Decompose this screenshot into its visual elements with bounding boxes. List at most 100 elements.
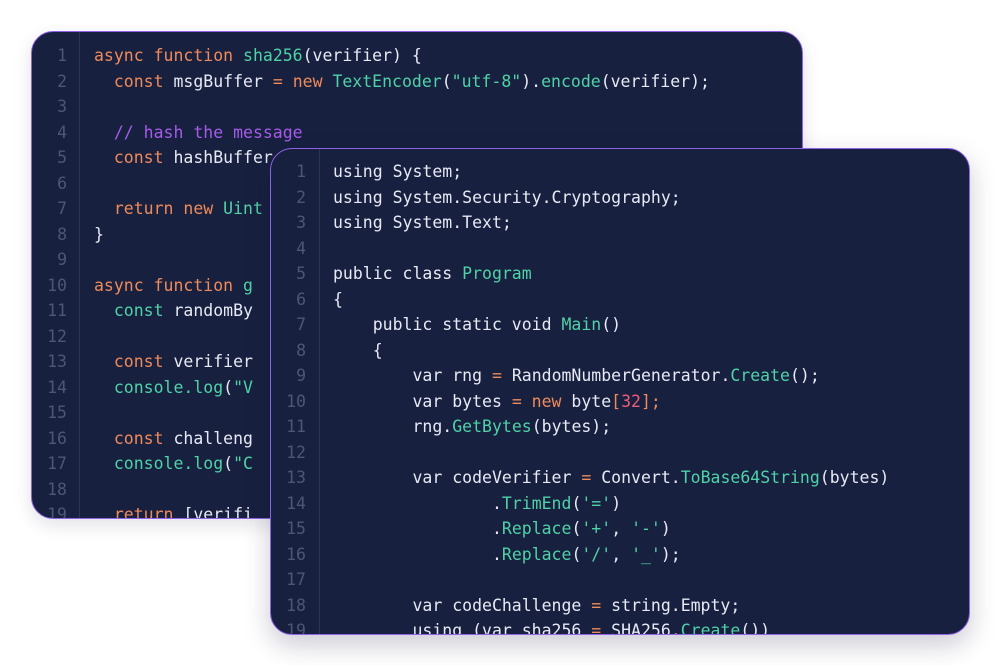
- line-number: 8: [296, 340, 306, 360]
- code-token: log: [193, 377, 224, 397]
- code-line: using System.Text;: [333, 210, 889, 236]
- code-line: const verifier: [94, 349, 710, 375]
- code-lines: async function sha256(verifier) { const …: [94, 43, 710, 519]
- code-token: ): [660, 519, 671, 538]
- code-line: return new Uint: [94, 196, 710, 222]
- line-number: 8: [57, 224, 67, 244]
- code-line: return [verifi: [94, 502, 710, 519]
- code-token: SHA256.: [611, 621, 681, 635]
- code-token: ToBase64String: [680, 468, 820, 487]
- code-token: Program: [462, 264, 532, 283]
- code-line: const hashBuffer: [94, 145, 710, 171]
- line-number: 10: [47, 275, 67, 295]
- code-line: const msgBuffer = new TextEncoder("utf-8…: [94, 69, 710, 95]
- code-line: }: [94, 222, 710, 248]
- line-number: 16: [47, 428, 67, 448]
- code-line: const challeng: [94, 426, 710, 452]
- code-token: GetBytes: [452, 417, 532, 436]
- line-number-gutter: [32, 32, 80, 518]
- code-token: (bytes): [819, 468, 890, 487]
- code-token: hashBuffer: [173, 148, 273, 167]
- line-number: 9: [296, 366, 306, 385]
- line-number: 4: [296, 238, 306, 258]
- code-token: verifier: [173, 352, 253, 371]
- code-line: using System;: [333, 159, 889, 185]
- code-token: const: [94, 301, 174, 320]
- line-number: 4: [57, 122, 67, 142]
- code-token: byte: [571, 391, 612, 411]
- code-lines: using System;using System.Security.Crypt…: [333, 159, 889, 635]
- line-number: 13: [286, 468, 306, 487]
- line-number: 6: [57, 173, 67, 193]
- code-token: [verifi: [183, 505, 253, 519]
- code-token: ).: [521, 71, 542, 91]
- code-token: ,: [611, 519, 632, 538]
- line-number: 10: [286, 391, 306, 411]
- code-token: Convert.: [601, 468, 681, 487]
- code-token: (: [441, 71, 452, 91]
- code-token: (verifier) {: [302, 46, 422, 65]
- code-token: );: [660, 544, 681, 564]
- code-token: '/': [581, 544, 612, 564]
- code-line: [333, 567, 889, 593]
- code-token: 32: [621, 391, 641, 411]
- line-number: 18: [47, 479, 67, 499]
- code-line: using (var sha256 = SHA256.Create()): [333, 618, 889, 635]
- code-token: ,: [611, 544, 632, 564]
- code-token: var codeChallenge: [333, 595, 592, 615]
- code-token: (: [571, 519, 582, 538]
- line-number: 19: [47, 505, 67, 519]
- code-token: using System.Text;: [333, 213, 512, 232]
- code-token: }: [94, 224, 104, 244]
- code-line: var codeVerifier = Convert.ToBase64Strin…: [333, 465, 889, 491]
- code-token: '=': [581, 493, 612, 513]
- line-number: 7: [296, 315, 306, 334]
- code-token: '-': [631, 519, 661, 538]
- code-line: var rng = RandomNumberGenerator.Create()…: [333, 363, 889, 389]
- code-token: =: [581, 468, 602, 487]
- code-token: "C: [233, 454, 253, 473]
- line-number: 11: [47, 301, 67, 320]
- code-token: '+': [581, 519, 612, 538]
- code-token: .: [333, 544, 502, 564]
- line-number: 11: [286, 417, 306, 436]
- code-token: {: [333, 289, 343, 309]
- line-number: 17: [47, 454, 67, 473]
- code-token: g: [243, 275, 253, 295]
- code-token: ];: [640, 391, 661, 411]
- code-line: [333, 236, 889, 262]
- line-number: 5: [296, 264, 306, 283]
- code-token: return new: [94, 199, 224, 218]
- code-token: using (var sha256: [333, 621, 592, 635]
- line-number: 3: [57, 97, 67, 116]
- code-line: var codeChallenge = string.Empty;: [333, 593, 889, 619]
- code-line: public static void Main(): [333, 312, 889, 338]
- code-token: Create: [730, 366, 790, 385]
- code-token: challeng: [173, 428, 253, 448]
- code-line: public class Program: [333, 261, 889, 287]
- line-number: 14: [47, 377, 67, 397]
- code-token: public static void: [333, 315, 562, 334]
- code-token: var rng: [333, 366, 492, 385]
- code-token: RandomNumberGenerator.: [511, 366, 731, 385]
- code-line: {: [333, 287, 889, 313]
- code-line: var bytes = new byte[32];: [333, 389, 889, 415]
- line-number: 12: [47, 326, 67, 346]
- line-number: 1: [296, 162, 306, 181]
- code-token: =: [591, 595, 612, 615]
- code-token: rng.: [333, 417, 453, 436]
- code-token: public class: [333, 264, 463, 283]
- code-token: Replace: [501, 544, 572, 564]
- code-token: msgBuffer: [173, 71, 273, 91]
- code-token: sha256: [243, 46, 303, 65]
- line-number: 19: [286, 621, 306, 635]
- code-line: async function g: [94, 273, 710, 299]
- code-token: randomBy: [173, 301, 253, 320]
- code-token: (: [223, 377, 234, 397]
- code-token: // hash the message: [94, 122, 303, 142]
- code-line: console.log("C: [94, 451, 710, 477]
- line-number: 2: [57, 71, 67, 91]
- code-token: ()): [740, 621, 771, 635]
